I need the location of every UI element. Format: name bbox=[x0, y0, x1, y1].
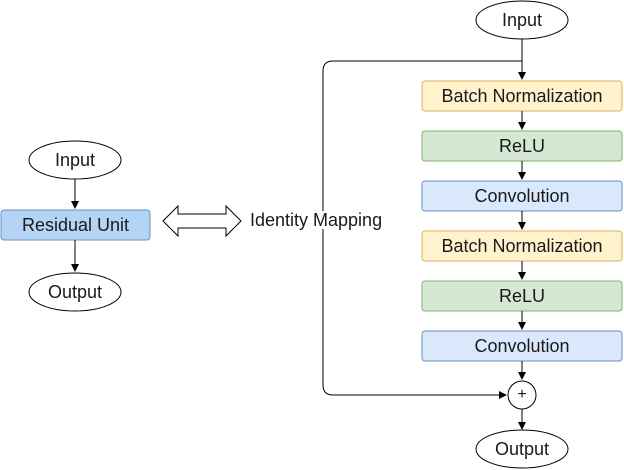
right-input-label: Input bbox=[501, 10, 543, 30]
layer-relu-1-label: ReLU bbox=[498, 136, 546, 156]
right-output-label: Output bbox=[494, 439, 550, 459]
layer-relu-2-label: ReLU bbox=[498, 286, 546, 306]
layer-convolution-2-label: Convolution bbox=[474, 336, 570, 356]
sum-symbol: + bbox=[517, 386, 527, 403]
layer-batch-norm-2-label: Batch Normalization bbox=[441, 236, 603, 256]
left-output-node bbox=[28, 272, 122, 312]
left-input-label: Input bbox=[54, 150, 96, 170]
layer-convolution-1-label: Convolution bbox=[474, 186, 570, 206]
left-output-label: Output bbox=[47, 282, 103, 302]
residual-unit-label: Residual Unit bbox=[21, 215, 130, 235]
layer-batch-norm-1-label: Batch Normalization bbox=[441, 86, 603, 106]
right-output-node bbox=[475, 429, 569, 469]
identity-mapping-label: Identity Mapping bbox=[249, 210, 384, 230]
double-arrow-icon bbox=[162, 204, 242, 238]
